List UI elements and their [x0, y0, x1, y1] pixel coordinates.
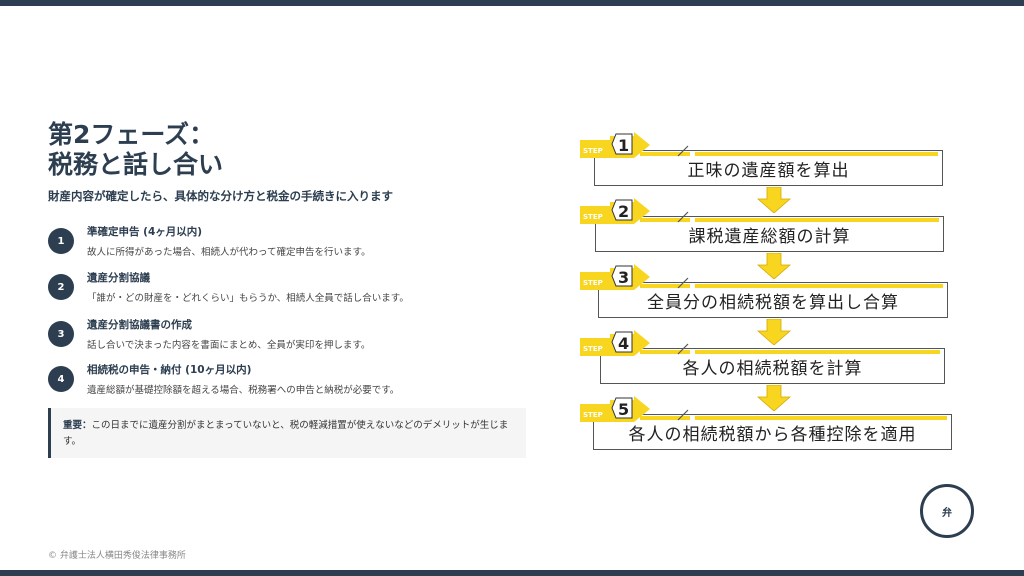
step-box: 各人の相続税額を計算 — [600, 348, 945, 384]
number-badge: 3 — [48, 321, 74, 347]
yellow-accent-line — [640, 284, 690, 288]
yellow-accent-line — [640, 218, 690, 222]
step-badge-icon: STEP 3 — [580, 264, 650, 290]
important-note: 重要：この日までに遺産分割がまとまっていないと、税の軽減措置が使えないなどのデメ… — [48, 408, 526, 458]
item-desc: 話し合いで決まった内容を書面にまとめ、全員が実印を押します。 — [87, 340, 371, 351]
item-title: 遺産分割協議書の作成 — [87, 319, 192, 331]
step-4: 各人の相続税額を計算 STEP 4 — [580, 330, 955, 390]
top-bar — [0, 0, 1024, 6]
step-label: 課税遺産総額の計算 — [688, 226, 851, 247]
item-desc: 遺産総額が基礎控除額を超える場合、税務署への申告と納税が必要です。 — [87, 385, 400, 396]
svg-text:5: 5 — [618, 400, 629, 419]
list-item: 1 準確定申告 (4ヶ月以内) 故人に所得があった場合、相続人が代わって確定申告… — [48, 224, 528, 264]
svg-text:STEP: STEP — [583, 279, 603, 287]
down-arrow-icon — [757, 385, 791, 411]
copyright: © 弁護士法人横田秀俊法律事務所 — [48, 551, 186, 561]
step-2: 課税遺産総額の計算 STEP 2 — [580, 198, 955, 258]
slash-decoration — [677, 277, 689, 289]
number-badge: 2 — [48, 274, 74, 300]
step-1: 正味の遺産額を算出 STEP 1 — [580, 132, 955, 192]
subtitle: 財産内容が確定したら、具体的な分け方と税金の手続きに入ります — [48, 189, 393, 203]
svg-text:2: 2 — [618, 202, 629, 221]
svg-text:4: 4 — [618, 334, 629, 353]
step-badge-icon: STEP 5 — [580, 396, 650, 422]
item-title: 準確定申告 (4ヶ月以内) — [87, 226, 203, 238]
step-box: 課税遺産総額の計算 — [595, 216, 944, 252]
title-line-2: 税務と話し合い — [48, 150, 224, 179]
firm-logo: 弁 — [920, 484, 974, 538]
yellow-accent-line — [640, 416, 690, 420]
yellow-accent-line — [695, 284, 943, 288]
list-item: 3 遺産分割協議書の作成 話し合いで決まった内容を書面にまとめ、全員が実印を押し… — [48, 317, 528, 357]
down-arrow-icon — [757, 187, 791, 213]
step-label: 全員分の相続税額を算出し合算 — [647, 292, 899, 313]
item-desc: 「誰が・どの財産を・どれくらい」もらうか、相続人全員で話し合います。 — [87, 293, 409, 304]
step-box: 正味の遺産額を算出 — [594, 150, 943, 186]
item-title: 相続税の申告・納付 (10ヶ月以内) — [87, 364, 252, 376]
slash-decoration — [677, 145, 689, 157]
svg-text:STEP: STEP — [583, 345, 603, 353]
yellow-accent-line — [695, 152, 938, 156]
yellow-accent-line — [640, 152, 690, 156]
step-label: 正味の遺産額を算出 — [687, 160, 850, 181]
step-box: 全員分の相続税額を算出し合算 — [598, 282, 948, 318]
item-desc: 故人に所得があった場合、相続人が代わって確定申告を行います。 — [87, 247, 371, 258]
step-label: 各人の相続税額を計算 — [682, 358, 863, 379]
step-5: 各人の相続税額から各種控除を適用 STEP 5 — [580, 396, 955, 456]
item-title: 遺産分割協議 — [87, 272, 150, 284]
step-badge-icon: STEP 4 — [580, 330, 650, 356]
svg-text:STEP: STEP — [583, 411, 603, 419]
page-title: 第2フェーズ： 税務と話し合い — [48, 120, 223, 180]
down-arrow-icon — [757, 319, 791, 345]
number-badge: 1 — [48, 228, 74, 254]
note-text: この日までに遺産分割がまとまっていないと、税の軽減措置が使えないなどのデメリット… — [63, 420, 509, 447]
list-item: 2 遺産分割協議 「誰が・どの財産を・どれくらい」もらうか、相続人全員で話し合い… — [48, 270, 528, 310]
svg-text:STEP: STEP — [583, 213, 603, 221]
slash-decoration — [677, 343, 689, 355]
step-3: 全員分の相続税額を算出し合算 STEP 3 — [580, 264, 955, 324]
slash-decoration — [677, 409, 689, 421]
svg-text:3: 3 — [618, 268, 629, 287]
step-label: 各人の相続税額から各種控除を適用 — [628, 424, 917, 445]
yellow-accent-line — [695, 218, 939, 222]
step-badge-icon: STEP 2 — [580, 198, 650, 224]
step-box: 各人の相続税額から各種控除を適用 — [593, 414, 952, 450]
step-badge-icon: STEP 1 — [580, 132, 650, 158]
yellow-accent-line — [695, 416, 947, 420]
yellow-accent-line — [640, 350, 690, 354]
svg-text:1: 1 — [618, 136, 629, 155]
note-label: 重要： — [63, 420, 92, 431]
title-line-1: 第2フェーズ： — [48, 120, 215, 149]
slash-decoration — [677, 211, 689, 223]
list-item: 4 相続税の申告・納付 (10ヶ月以内) 遺産総額が基礎控除額を超える場合、税務… — [48, 362, 528, 402]
bottom-bar — [0, 570, 1024, 576]
down-arrow-icon — [757, 253, 791, 279]
svg-text:STEP: STEP — [583, 147, 603, 155]
number-badge: 4 — [48, 366, 74, 392]
yellow-accent-line — [695, 350, 940, 354]
